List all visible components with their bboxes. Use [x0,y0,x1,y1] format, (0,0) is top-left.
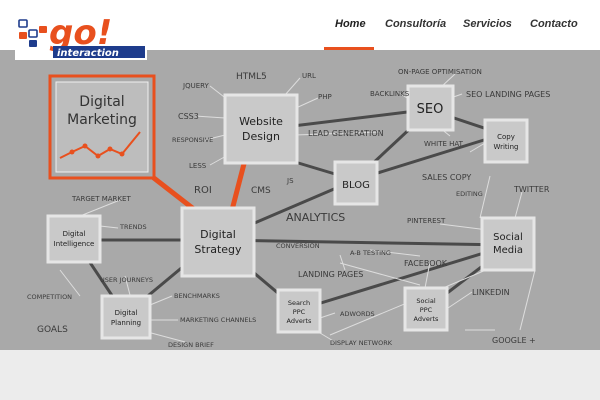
label-roi: ROI [194,185,212,196]
node-social-ppc-line3: Adverts [414,315,440,323]
nav-contacto[interactable]: Contacto [530,18,578,30]
label-seo-landing-pages: SEO LANDING PAGES [466,90,550,99]
nav-active-indicator [324,47,374,50]
node-digital-marketing-line2: Marketing [67,112,137,128]
label-cms: CMS [251,186,271,196]
label-analytics: ANALYTICS [286,211,345,224]
node-seo[interactable]: SEO [406,84,455,132]
label-url: URL [302,72,316,80]
trend-points-icon [69,143,125,159]
label-trends: TRENDS [119,223,147,231]
hero-banner: Digital Marketing Website Design SEO [0,50,600,350]
label-marketing-channels: MARKETING CHANNELS [180,316,256,324]
node-digital-planning-line2: Planning [111,319,141,327]
label-design-brief: DESIGN BRIEF [168,341,214,349]
node-digital-planning-line1: Digital [115,309,138,317]
nav-servicios[interactable]: Servicios [463,18,512,30]
label-benchmarks: BENCHMARKS [174,292,220,300]
node-social-ppc-line2: PPC [420,306,433,314]
keyword-labels: JQUERY HTML5 URL PHP CSS3 RESPONSIVE LES… [27,68,550,349]
label-display-network: DISPLAY NETWORK [330,339,393,347]
node-digital-strategy[interactable]: Digital Strategy [180,206,256,278]
label-user-journeys: USER JOURNEYS [100,276,153,284]
label-google-plus: GOOGLE + [492,336,536,345]
node-digital-strategy-line2: Strategy [194,243,242,256]
brand-logo[interactable]: go! interaction [15,8,147,60]
label-php: PHP [318,93,332,101]
label-adwords: ADWORDS [340,310,375,318]
label-competition: COMPETITION [27,293,72,301]
label-on-page-optimisation: ON-PAGE OPTIMISATION [398,68,482,76]
node-copy-writing-line2: Writing [494,143,519,151]
node-search-ppc-adverts[interactable]: Search PPC Adverts [276,288,322,334]
logo-bar [53,46,145,58]
node-search-ppc-line1: Search [288,299,310,307]
label-pinterest: PINTEREST [407,217,446,225]
logo-wordmark-bottom: interaction [57,48,119,59]
nav-consultoria[interactable]: Consultoría [385,18,447,30]
label-white-hat: WHITE HAT [424,140,464,148]
node-digital-strategy-line1: Digital [200,228,236,241]
node-social-media[interactable]: Social Media [480,216,536,272]
node-website-design[interactable]: Website Design [223,93,299,165]
node-copy-writing[interactable]: Copy Writing [483,118,529,164]
label-lead-generation: LEAD GENERATION [308,129,384,138]
hero-mindmap: Digital Marketing Website Design SEO [27,68,550,349]
highlight-connections [148,159,248,212]
label-conversion: CONVERSION [276,242,320,250]
node-social-media-line2: Media [493,245,523,256]
label-css3: CSS3 [178,112,199,121]
node-search-ppc-line3: Adverts [287,317,313,325]
label-landing-pages: LANDING PAGES [298,270,363,279]
node-digital-planning[interactable]: Digital Planning [100,294,152,340]
node-social-media-line1: Social [493,232,523,243]
label-responsive: RESPONSIVE [172,136,213,144]
label-sales-copy: SALES COPY [422,173,471,182]
node-digital-intelligence-line2: Intelligence [54,240,95,248]
label-jquery: JQUERY [182,82,210,90]
label-linkedin: LINKEDIN [472,288,510,297]
label-target-market: TARGET MARKET [71,195,131,203]
label-ab-testing: A-B TESTING [350,249,391,257]
node-digital-intelligence-line1: Digital [63,230,86,238]
label-twitter: TWITTER [513,185,550,194]
label-less: LESS [189,162,207,170]
label-facebook: FACEBOOK [404,259,448,268]
label-backlinks: BACKLINKS [370,90,410,98]
node-digital-marketing[interactable]: Digital Marketing [48,74,156,180]
node-social-ppc-line1: Social [416,297,435,305]
label-js: JS [286,177,294,185]
node-seo-label: SEO [417,102,444,117]
label-html5: HTML5 [236,72,267,82]
node-social-ppc-adverts[interactable]: Social PPC Adverts [403,286,449,332]
node-blog-label: BLOG [342,180,370,191]
logo-squares-icon [18,19,47,47]
node-blog[interactable]: BLOG [333,160,379,206]
node-website-design-line1: Website [239,115,283,128]
page-content-area [0,350,600,400]
node-copy-writing-line1: Copy [497,133,515,141]
label-editing: EDITING [456,190,483,198]
node-digital-marketing-line1: Digital [79,94,124,110]
label-goals: GOALS [37,325,68,335]
node-search-ppc-line2: PPC [293,308,306,316]
node-digital-intelligence[interactable]: Digital Intelligence [46,214,102,264]
node-website-design-line2: Design [242,130,280,143]
nav-home[interactable]: Home [335,18,366,30]
